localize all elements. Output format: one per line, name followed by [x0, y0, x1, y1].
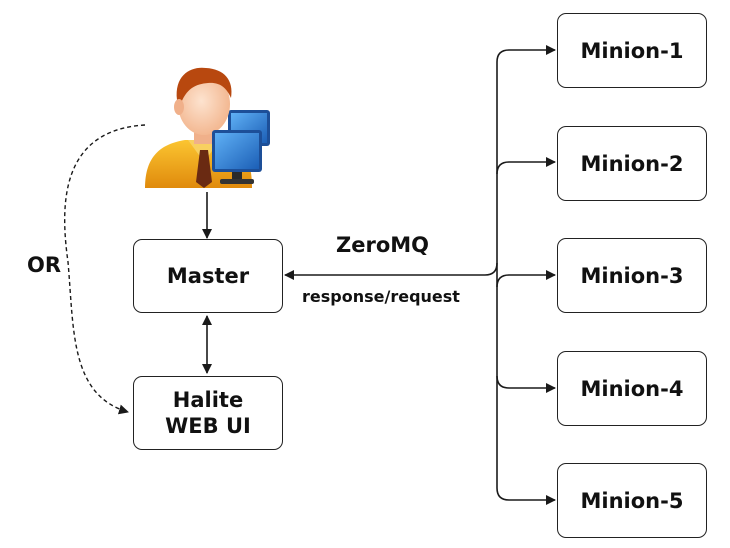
zeromq-label: ZeroMQ — [336, 233, 430, 257]
minion-label: Minion-2 — [580, 151, 684, 176]
dashed-or-arrow — [64, 124, 146, 415]
minion-node: Minion-3 — [557, 238, 707, 313]
minion-label: Minion-3 — [580, 263, 684, 288]
or-label: OR — [27, 253, 62, 277]
bus-top-branch — [496, 45, 556, 63]
minion-node: Minion-4 — [557, 351, 707, 426]
minion-node: Minion-5 — [557, 463, 707, 538]
master-node: Master — [133, 239, 283, 313]
minion-label: Minion-5 — [580, 488, 684, 513]
minion-label: Minion-4 — [580, 376, 684, 401]
bus-branch-4 — [496, 375, 556, 393]
minion-node: Minion-2 — [557, 126, 707, 201]
minion-label: Minion-1 — [580, 38, 684, 63]
bus-bottom-branch — [496, 487, 556, 505]
bus-branch-2 — [496, 157, 556, 175]
response-request-label: response/request — [302, 287, 460, 306]
halite-label-line2: WEB UI — [165, 414, 251, 438]
master-label: Master — [166, 264, 250, 288]
minion-node: Minion-1 — [557, 13, 707, 88]
halite-web-ui-node: Halite WEB UI — [133, 376, 283, 450]
halite-label-line1: Halite — [172, 388, 244, 412]
bus-branch-3 — [484, 262, 555, 288]
user-at-computer-icon — [145, 67, 270, 188]
